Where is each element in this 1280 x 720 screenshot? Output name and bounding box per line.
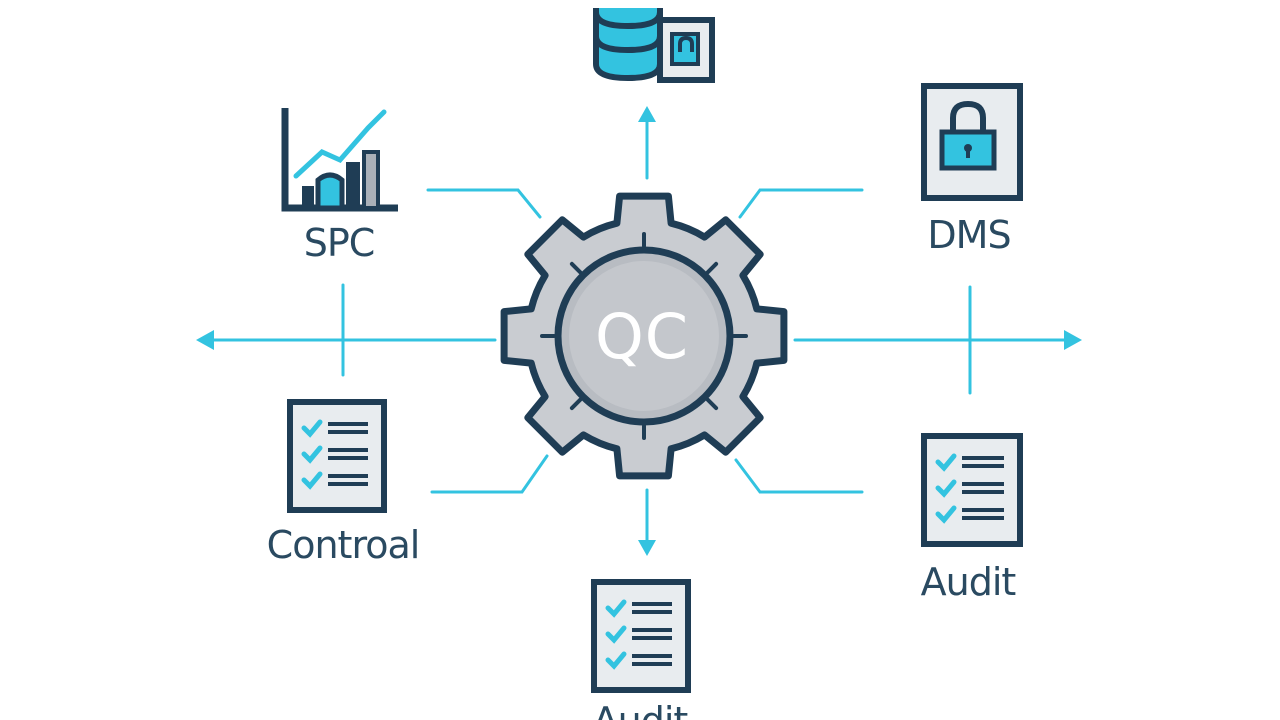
- gear-icon: [500, 192, 788, 480]
- gear-ticks: [540, 232, 748, 440]
- check-mark: [301, 471, 323, 490]
- right-arrowhead: [1064, 330, 1082, 350]
- checklist-icons: [287, 399, 1023, 693]
- left-arrowhead: [196, 330, 214, 350]
- bar-chart-trend-icon: [281, 108, 398, 212]
- locked-database-icon: [593, 8, 715, 83]
- check-mark: [605, 625, 627, 644]
- gear-tick: [569, 397, 583, 411]
- connector-control: [430, 454, 549, 494]
- bottom-checklist-icon: [591, 579, 691, 693]
- gear-tick: [705, 261, 719, 275]
- bottom-audit-label: Audit: [593, 702, 689, 720]
- spc-label: SPC: [303, 221, 376, 265]
- top-arrowhead: [638, 106, 656, 122]
- connector-spc: [426, 188, 542, 219]
- check-mark: [301, 419, 323, 438]
- check-mark: [605, 599, 627, 618]
- gear-inner-disc: [569, 261, 719, 411]
- check-mark: [605, 651, 627, 670]
- audit-label: Audit: [920, 560, 1017, 604]
- bottom-arrowhead: [638, 540, 656, 556]
- dms-label: DMS: [927, 213, 1011, 257]
- connector-dms: [738, 188, 864, 219]
- hub-label: QC: [594, 300, 690, 373]
- check-mark: [301, 445, 323, 464]
- control-label: Controal: [266, 523, 421, 567]
- check-mark: [935, 505, 957, 524]
- check-mark: [935, 479, 957, 498]
- connectors: [196, 106, 1082, 556]
- control-checklist-icon: [287, 399, 387, 513]
- check-mark: [935, 453, 957, 472]
- gear-tick: [569, 261, 583, 275]
- padlock-document-icon: [921, 83, 1023, 201]
- audit-checklist-icon: [921, 433, 1023, 547]
- connector-audit: [734, 458, 864, 494]
- gear-tick: [705, 397, 719, 411]
